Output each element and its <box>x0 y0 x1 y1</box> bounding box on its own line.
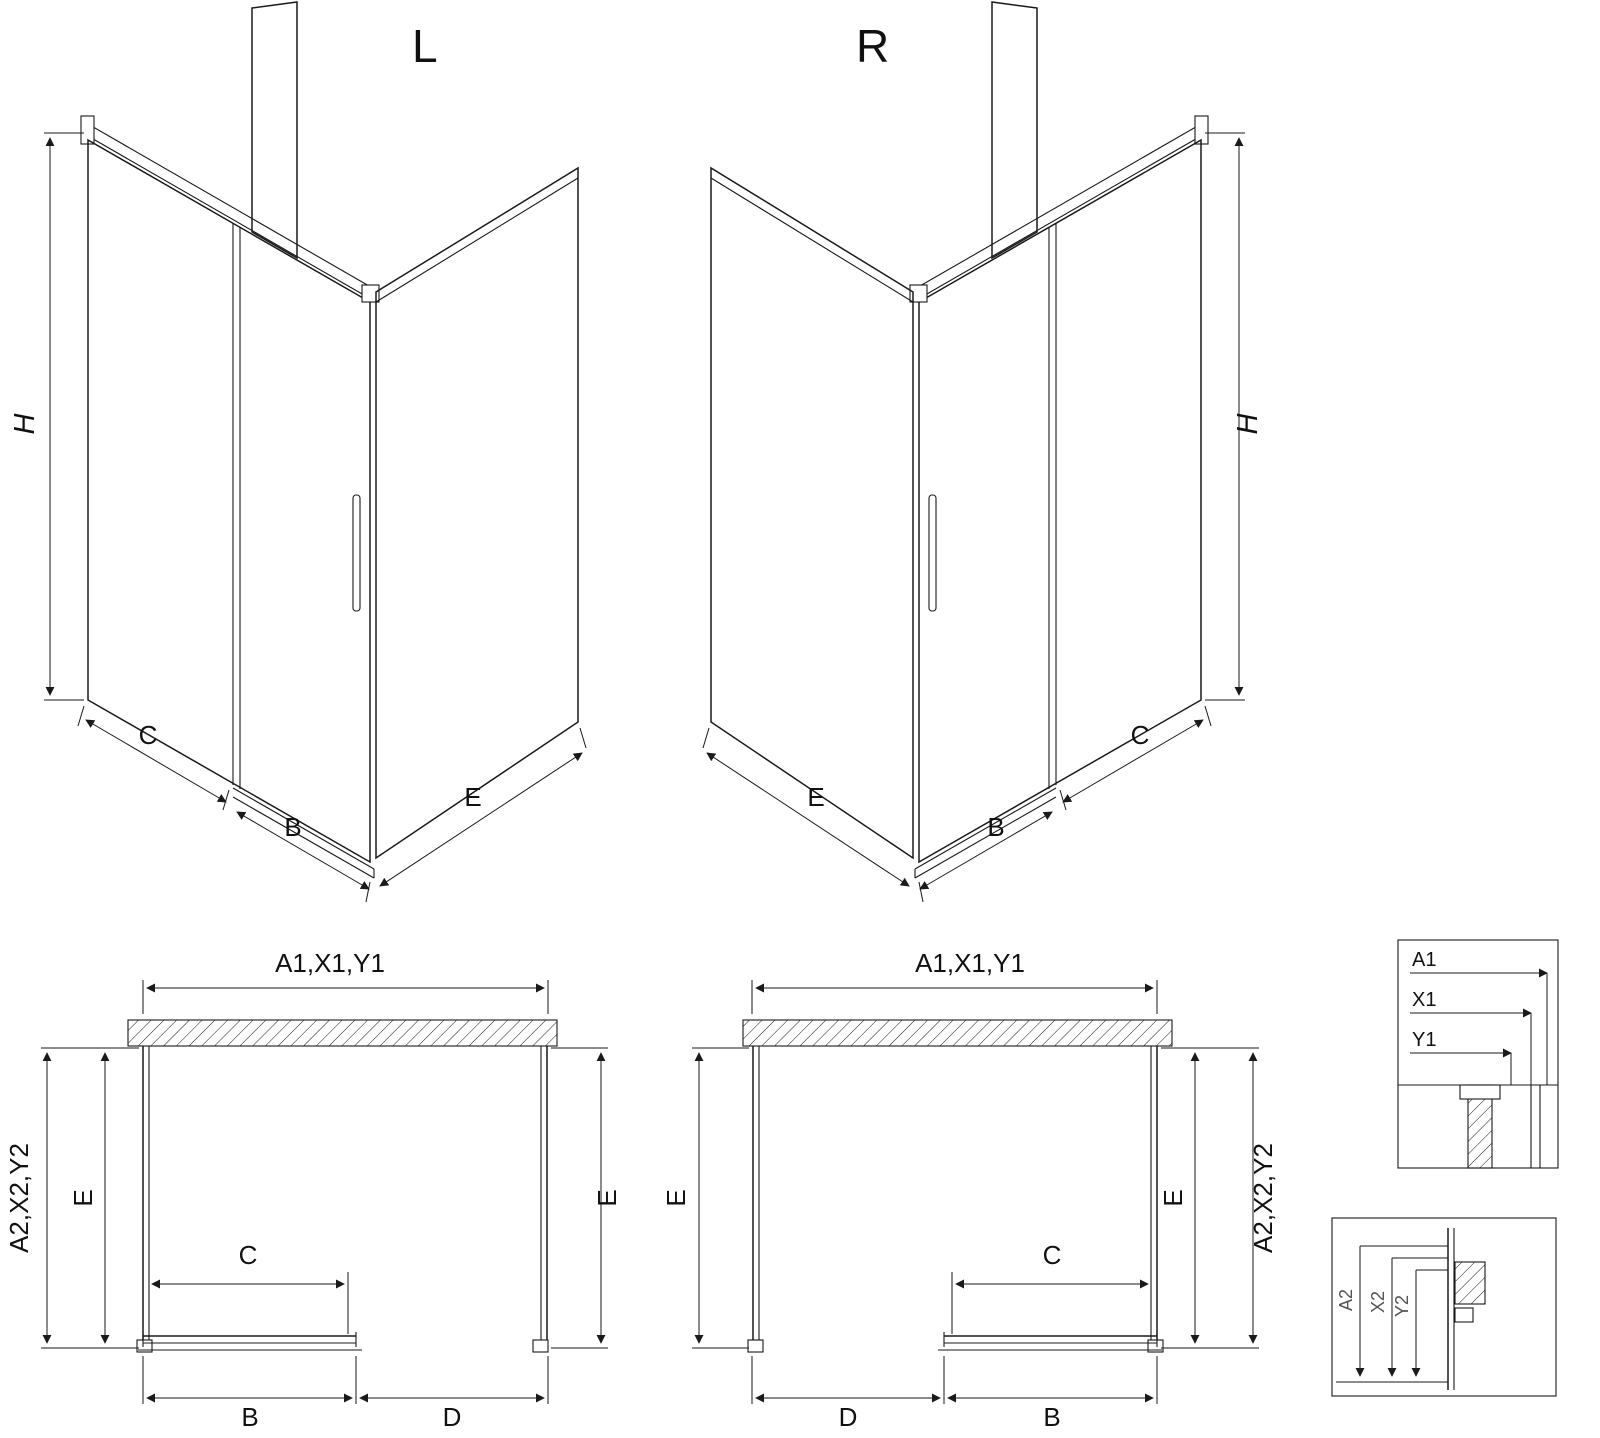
dim-label-c: C <box>1131 720 1150 750</box>
door-handle <box>928 494 937 612</box>
dim-label-d: D <box>839 1402 858 1432</box>
top-rail <box>912 115 1209 303</box>
dim-height-right: H <box>1205 132 1264 701</box>
variant-label-right: R <box>856 20 889 72</box>
dim-label-h: H <box>1232 413 1264 434</box>
variant-label-left: L <box>412 20 438 72</box>
dim-label-a2: A2 <box>1336 1289 1356 1311</box>
detail-frame <box>1331 1217 1557 1397</box>
profile-block <box>1454 1307 1474 1323</box>
dim-label-a2x2y2: A2,X2,Y2 <box>1248 1143 1278 1253</box>
dim-label-x2: X2 <box>1368 1291 1388 1313</box>
dim-label-x1: X1 <box>1412 989 1436 1011</box>
side-panel-plan-left <box>747 1046 764 1353</box>
dim-label-b: B <box>1043 1402 1060 1432</box>
back-glass-panel <box>991 1 1038 260</box>
dim-label-e: E <box>592 1189 622 1206</box>
dim-label-b: B <box>241 1402 258 1432</box>
dim-c-plan: C <box>951 1240 1149 1334</box>
dim-label-e: E <box>661 1189 691 1206</box>
detail-view-top: A1 X1 Y1 <box>1397 939 1559 1169</box>
dim-a2-outer-right: A2,X2,Y2 <box>1248 1052 1278 1344</box>
dim-b-bottom: B <box>947 1393 1154 1432</box>
dim-label-y1: Y1 <box>1412 1029 1436 1051</box>
dim-label-a1: A1 <box>1412 949 1436 971</box>
door-handle <box>352 494 361 612</box>
dim-b-bottom: B <box>146 1393 353 1432</box>
detail-view-bottom: A2 X2 Y2 <box>1331 1217 1557 1397</box>
dim-label-c: C <box>139 720 158 750</box>
dim-e-left: E <box>379 727 587 887</box>
dim-label-h: H <box>9 413 41 434</box>
dim-height-left: H <box>9 132 84 701</box>
dim-e-right: E <box>702 727 910 887</box>
dim-label-e: E <box>68 1189 98 1206</box>
dim-label-e: E <box>1158 1189 1188 1206</box>
dim-label-c: C <box>239 1240 258 1270</box>
wall-section <box>742 1019 1173 1047</box>
dim-e-left-side: E <box>661 1052 704 1344</box>
dim-c-right: C <box>1059 705 1212 811</box>
plan-view-left: A1,X1,Y1 C E <box>4 948 622 1432</box>
dim-e-inner-left: E <box>68 1052 110 1344</box>
dim-label-b: B <box>987 812 1004 842</box>
dim-d-bottom: D <box>755 1393 941 1432</box>
dim-label-d: D <box>443 1402 462 1432</box>
plan-view-right: A1,X1,Y1 C E <box>661 948 1278 1432</box>
dim-label-c: C <box>1043 1240 1062 1270</box>
back-glass-panel <box>251 1 298 260</box>
dim-label-b: B <box>284 812 301 842</box>
side-panel-plan-left <box>136 1046 153 1353</box>
side-panel <box>710 166 914 860</box>
sliding-door-plan <box>938 1332 1162 1351</box>
dim-a1-top: A1,X1,Y1 <box>751 948 1158 1014</box>
top-rail <box>80 115 377 303</box>
dim-label-y2: Y2 <box>1392 1295 1412 1317</box>
dim-a1-top: A1,X1,Y1 <box>142 948 549 1014</box>
dim-c-plan: C <box>151 1240 349 1334</box>
dim-label-a1x1y1: A1,X1,Y1 <box>915 948 1025 978</box>
dim-label-a1x1y1: A1,X1,Y1 <box>275 948 385 978</box>
dim-e-right-side: E <box>592 1052 622 1344</box>
iso-view-right: R H <box>702 1 1264 903</box>
sliding-door-plan <box>138 1332 362 1351</box>
dim-a2-outer-left: A2,X2,Y2 <box>4 1052 52 1344</box>
dim-d-bottom: D <box>359 1393 545 1432</box>
dim-label-a2x2y2: A2,X2,Y2 <box>4 1143 34 1253</box>
dim-b-left: B <box>236 811 371 903</box>
side-panel-plan-right <box>1147 1046 1164 1353</box>
wall-section <box>127 1019 558 1047</box>
side-panel-plan-right <box>532 1046 549 1353</box>
wall-section-hatch <box>1454 1261 1486 1305</box>
door-wall <box>87 138 375 879</box>
dim-label-e: E <box>464 782 481 812</box>
wall-profile <box>1459 1084 1501 1100</box>
dim-b-right: B <box>918 811 1053 903</box>
door-wall <box>914 138 1202 879</box>
dim-label-e: E <box>807 782 824 812</box>
corner-connector <box>909 284 928 303</box>
iso-view-left: L H <box>9 1 587 903</box>
corner-connector <box>361 284 380 303</box>
dim-c-left: C <box>77 705 230 811</box>
dim-e-inner-right: E <box>1158 1052 1200 1344</box>
side-panel <box>375 166 579 860</box>
